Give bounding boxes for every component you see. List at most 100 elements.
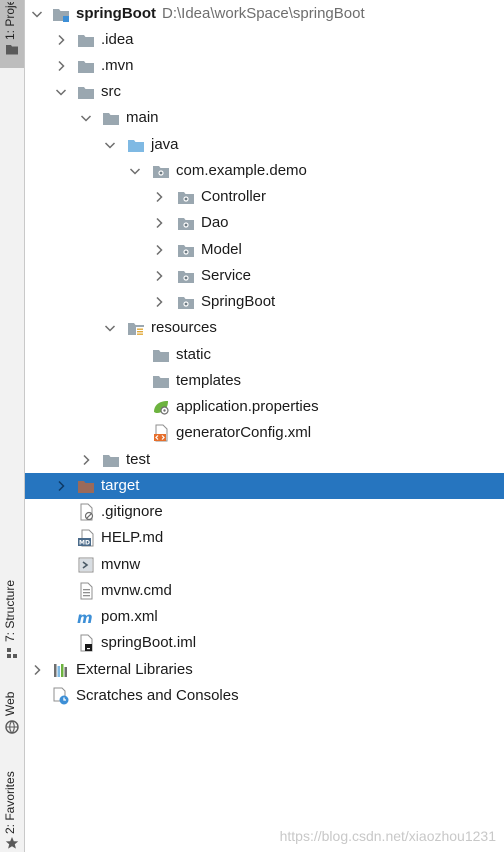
tree-node-test[interactable]: test bbox=[25, 447, 504, 473]
tree-node-label: pom.xml bbox=[101, 608, 158, 625]
chevron-down-icon[interactable] bbox=[79, 111, 93, 125]
tree-node-label: Controller bbox=[201, 188, 267, 205]
web-tool-tab[interactable]: Web bbox=[0, 684, 24, 740]
folder-icon bbox=[102, 451, 120, 469]
tree-node-label: test bbox=[126, 451, 151, 468]
library-icon bbox=[54, 664, 67, 677]
chevron-right-icon[interactable] bbox=[152, 190, 166, 204]
chevron-down-icon[interactable] bbox=[54, 85, 68, 99]
chevron-down-icon[interactable] bbox=[103, 138, 117, 152]
chevron-down-icon[interactable] bbox=[30, 7, 44, 21]
folder-icon bbox=[152, 346, 170, 364]
ignored-file-icon bbox=[80, 503, 94, 521]
project-tool-label: 1: Project bbox=[3, 2, 17, 40]
shell-script-icon bbox=[78, 557, 94, 573]
tree-node-label: Dao bbox=[201, 214, 229, 231]
tree-node-label: Scratches and Consoles bbox=[76, 687, 239, 704]
package-icon bbox=[177, 267, 195, 285]
structure-tool-tab[interactable]: 7: Structure bbox=[0, 566, 24, 662]
tree-node-application-properties[interactable]: application.properties bbox=[25, 394, 504, 420]
tree-node-springboot-package[interactable]: SpringBoot bbox=[25, 289, 504, 315]
tree-node-label: generatorConfig.xml bbox=[176, 424, 312, 441]
tree-node-templates[interactable]: templates bbox=[25, 368, 504, 394]
tree-node-mvnw[interactable]: mvnw bbox=[25, 552, 504, 578]
folder-icon bbox=[6, 45, 18, 55]
chevron-right-icon[interactable] bbox=[152, 295, 166, 309]
tree-node-static[interactable]: static bbox=[25, 342, 504, 368]
tree-node-mvn-dir[interactable]: .mvn bbox=[25, 53, 504, 79]
tree-node-label: SpringBoot bbox=[201, 293, 276, 310]
favorites-tool-tab[interactable]: 2: Favorites bbox=[0, 760, 24, 852]
project-root-path: D:\Idea\workSpace\springBoot bbox=[162, 5, 365, 22]
structure-tool-label: 7: Structure bbox=[3, 579, 17, 642]
tree-node-label: application.properties bbox=[176, 398, 319, 415]
tree-node-mvnw-cmd[interactable]: mvnw.cmd bbox=[25, 578, 504, 604]
folder-icon bbox=[152, 372, 170, 390]
tree-node-idea[interactable]: .idea bbox=[25, 27, 504, 53]
chevron-right-icon[interactable] bbox=[54, 33, 68, 47]
tree-node-label: External Libraries bbox=[76, 661, 193, 678]
tree-node-model[interactable]: Model bbox=[25, 237, 504, 263]
tree-node-label: templates bbox=[176, 372, 242, 389]
package-icon bbox=[177, 214, 195, 232]
tree-node-label: mvnw bbox=[101, 556, 141, 573]
tree-node-service[interactable]: Service bbox=[25, 263, 504, 289]
folder-icon bbox=[77, 83, 95, 101]
tree-node-label: mvnw.cmd bbox=[101, 582, 172, 599]
tree-node-resources[interactable]: resources bbox=[25, 315, 504, 341]
tree-node-src[interactable]: src bbox=[25, 79, 504, 105]
text-file-icon bbox=[80, 582, 93, 600]
svg-text:MD: MD bbox=[79, 540, 90, 547]
markdown-file-icon: MD bbox=[78, 529, 94, 547]
chevron-right-icon[interactable] bbox=[152, 216, 166, 230]
tree-node-iml[interactable]: springBoot.iml bbox=[25, 630, 504, 656]
module-folder-icon bbox=[53, 9, 69, 22]
tool-window-strip: 1: Project 7: Structure Web 2: Favorites bbox=[0, 0, 25, 852]
tree-node-label: java bbox=[151, 136, 179, 153]
chevron-down-icon[interactable] bbox=[128, 164, 142, 178]
tree-node-label: .gitignore bbox=[101, 503, 163, 520]
chevron-right-icon[interactable] bbox=[54, 59, 68, 73]
chevron-right-icon[interactable] bbox=[30, 663, 44, 677]
tree-node-java[interactable]: java bbox=[25, 132, 504, 158]
chevron-right-icon[interactable] bbox=[54, 479, 68, 493]
chevron-right-icon[interactable] bbox=[152, 243, 166, 257]
tree-node-dao[interactable]: Dao bbox=[25, 210, 504, 236]
tree-node-package[interactable]: com.example.demo bbox=[25, 158, 504, 184]
folder-icon bbox=[77, 31, 95, 49]
watermark: https://blog.csdn.net/xiaozhou1231 bbox=[279, 828, 496, 844]
module-file-icon bbox=[80, 634, 93, 652]
tree-node-help-md[interactable]: MD HELP.md bbox=[25, 525, 504, 551]
favorites-tool-label: 2: Favorites bbox=[3, 771, 17, 834]
tree-node-generator-config[interactable]: generatorConfig.xml bbox=[25, 420, 504, 446]
structure-icon bbox=[7, 648, 17, 658]
tree-node-label: src bbox=[101, 83, 121, 100]
tree-node-label: static bbox=[176, 346, 212, 363]
tree-node-main[interactable]: main bbox=[25, 105, 504, 131]
tree-node-label: .mvn bbox=[101, 57, 134, 74]
web-tool-label: Web bbox=[3, 691, 17, 716]
tree-node-target[interactable]: target bbox=[25, 473, 504, 499]
source-folder-icon bbox=[127, 136, 145, 154]
tree-node-gitignore[interactable]: .gitignore bbox=[25, 499, 504, 525]
tree-node-scratches[interactable]: Scratches and Consoles bbox=[25, 683, 504, 709]
folder-icon bbox=[102, 109, 120, 127]
tree-node-controller[interactable]: Controller bbox=[25, 184, 504, 210]
chevron-down-icon[interactable] bbox=[103, 321, 117, 335]
tree-node-pom[interactable]: m pom.xml bbox=[25, 604, 504, 630]
package-icon bbox=[177, 188, 195, 206]
project-tool-tab[interactable]: 1: Project bbox=[0, 0, 24, 68]
chevron-right-icon[interactable] bbox=[152, 269, 166, 283]
chevron-right-icon[interactable] bbox=[79, 453, 93, 467]
tree-node-label: Service bbox=[201, 267, 252, 284]
package-icon bbox=[152, 162, 170, 180]
tree-node-label: main bbox=[126, 109, 159, 126]
tree-node-label: target bbox=[101, 477, 140, 494]
tree-node-external-libraries[interactable]: External Libraries bbox=[25, 657, 504, 683]
resources-folder-icon bbox=[127, 319, 145, 337]
package-icon bbox=[177, 241, 195, 259]
star-icon bbox=[5, 837, 19, 849]
